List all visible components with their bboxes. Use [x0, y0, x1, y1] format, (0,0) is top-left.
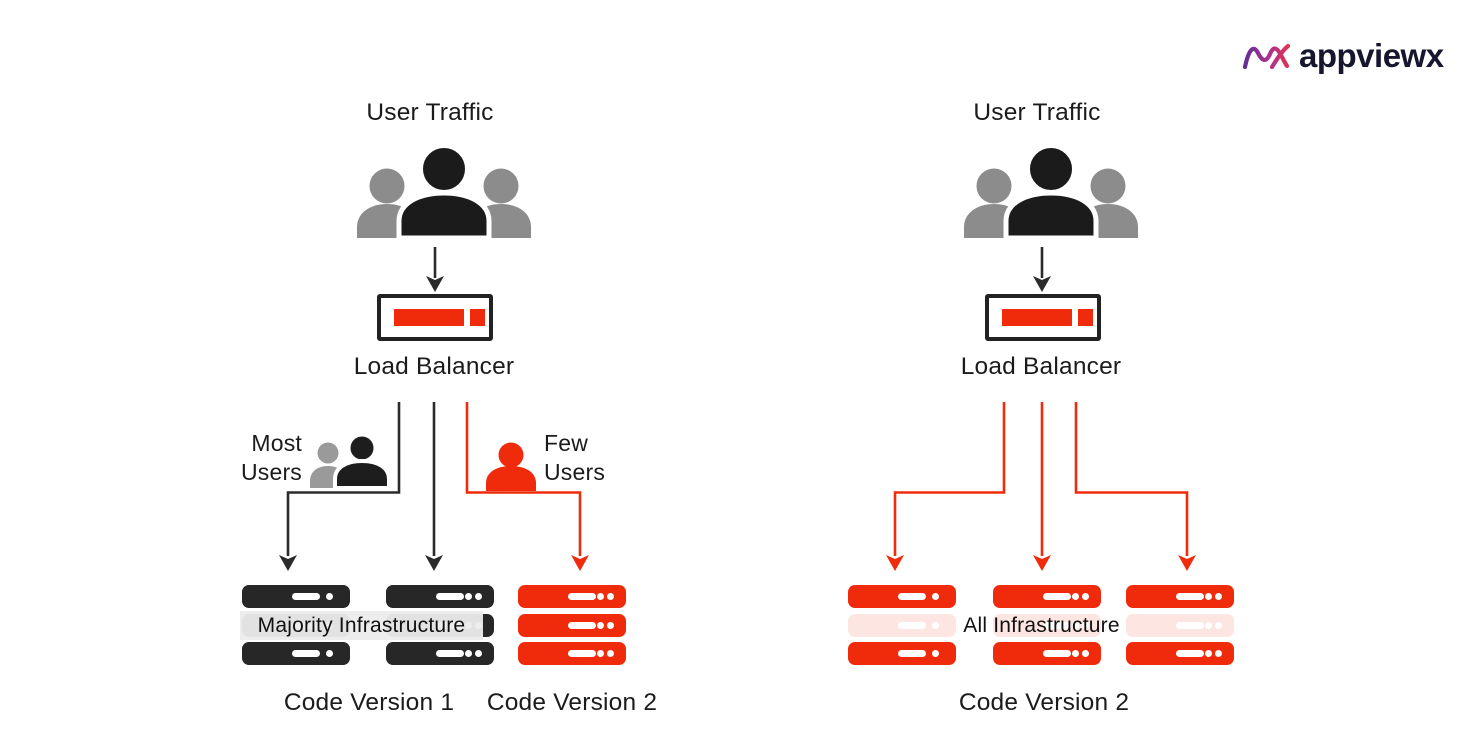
code-version-2-label: Code Version 2: [958, 689, 1130, 716]
all-infrastructure-overlay: All Infrastructure: [846, 611, 1237, 640]
load-balancer-led: [1078, 309, 1093, 326]
arrowhead-icon: [426, 276, 444, 292]
red-branch-lines: [893, 402, 1189, 556]
arrowhead-icon: [279, 555, 297, 571]
server-stack-version2: [518, 585, 626, 665]
code-version-1-label: Code Version 1: [283, 689, 455, 716]
server-bar-icon: [993, 585, 1101, 608]
server-bar-icon: [242, 585, 350, 608]
user-traffic-label: User Traffic: [366, 99, 494, 126]
server-bar-icon: [993, 642, 1101, 665]
server-bar-icon: [518, 585, 626, 608]
load-balancer-icon: [377, 294, 493, 341]
load-balancer-led: [470, 309, 485, 326]
brand-name: appviewx: [1299, 37, 1444, 74]
majority-infrastructure-label: Majority Infrastructure: [257, 613, 466, 637]
server-bar-icon: [386, 642, 494, 665]
server-bar-icon: [1126, 585, 1234, 608]
server-bar-icon: [848, 585, 956, 608]
server-bar-icon: [386, 585, 494, 608]
appviewx-wave-icon: [1242, 43, 1290, 70]
most-users-label: Most Users: [240, 430, 302, 485]
load-balancer-icon: [985, 294, 1101, 341]
load-balancer-label: Load Balancer: [960, 353, 1122, 380]
red-branch-line: [465, 402, 582, 556]
server-bar-icon: [1126, 642, 1234, 665]
arrowhead-icon: [571, 555, 589, 571]
all-infrastructure-label: All Infrastructure: [963, 613, 1120, 637]
arrowhead-icon: [1033, 276, 1051, 292]
few-users-label: Few Users: [544, 430, 606, 485]
load-balancer-bar: [394, 309, 464, 326]
server-bar-icon: [518, 642, 626, 665]
brand-logo: appviewx: [1242, 38, 1444, 74]
single-user-icon: [486, 442, 536, 491]
server-bar-icon: [242, 642, 350, 665]
load-balancer-label: Load Balancer: [353, 353, 515, 380]
server-bar-icon: [518, 614, 626, 637]
user-group-icon: [357, 143, 531, 238]
majority-infrastructure-overlay: Majority Infrastructure: [240, 611, 483, 640]
user-group-icon: [964, 143, 1138, 238]
arrowhead-icon: [1033, 555, 1051, 571]
arrowhead-icon: [1178, 555, 1196, 571]
arrowhead-icon: [425, 555, 443, 571]
user-traffic-label: User Traffic: [973, 99, 1101, 126]
arrowhead-icon: [886, 555, 904, 571]
black-branch-lines: [286, 402, 436, 556]
server-bar-icon: [848, 642, 956, 665]
code-version-2-label: Code Version 2: [486, 689, 658, 716]
two-users-icon: [310, 432, 391, 488]
load-balancer-bar: [1002, 309, 1072, 326]
